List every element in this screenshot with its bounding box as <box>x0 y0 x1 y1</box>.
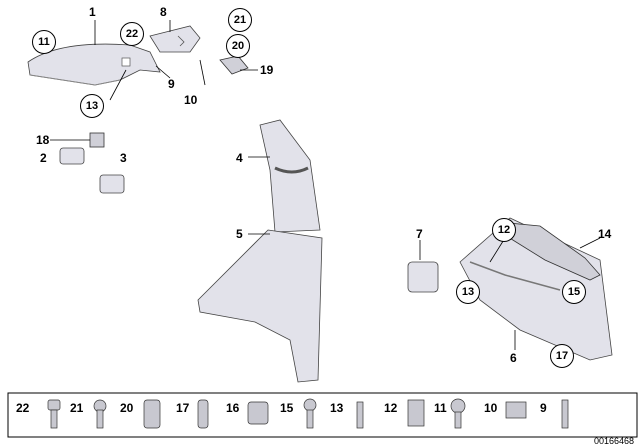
part-19-clip <box>219 55 249 75</box>
callout-21-circled: 21 <box>228 8 252 32</box>
ref-22: 22 <box>16 401 30 415</box>
document-number: 00166468 <box>593 436 634 446</box>
part-1-edge <box>29 74 121 86</box>
ref-12: 12 <box>384 401 398 415</box>
callout-13-circled: 13 <box>80 94 104 118</box>
ref-9: 9 <box>540 401 547 415</box>
ref-16: 16 <box>226 401 240 415</box>
callout-12-circled: 12 <box>492 218 516 242</box>
callout-4: 4 <box>236 151 243 165</box>
ref-15: 15 <box>280 401 294 415</box>
part-7-cover <box>407 261 439 293</box>
part-3-cover <box>99 174 125 194</box>
callout-5: 5 <box>236 227 243 241</box>
fastener-glyphs <box>47 398 569 429</box>
part-4-pillar-upper <box>259 119 321 233</box>
part-5-pillar-lower <box>197 229 323 383</box>
part-18-clip <box>89 132 105 148</box>
callout-2: 2 <box>40 151 47 165</box>
part-8-bracket <box>149 25 201 53</box>
callout-14: 14 <box>598 227 612 241</box>
ref-21: 21 <box>70 401 84 415</box>
callout-18: 18 <box>36 133 50 147</box>
callout-19: 19 <box>260 63 274 77</box>
callout-6: 6 <box>510 351 517 365</box>
part-1-clip <box>121 57 131 67</box>
callout-13b-circled: 13 <box>456 280 480 304</box>
callout-7: 7 <box>416 227 423 241</box>
callout-20-circled: 20 <box>226 34 250 58</box>
callout-8: 8 <box>160 5 167 19</box>
ref-11: 11 <box>434 401 447 415</box>
ref-20: 20 <box>120 401 134 415</box>
callout-17-circled: 17 <box>550 344 574 368</box>
callout-11-circled: 11 <box>32 30 56 54</box>
callout-3: 3 <box>120 151 127 165</box>
callout-15-circled: 15 <box>562 280 586 304</box>
ref-10: 10 <box>484 401 498 415</box>
reference-strip-frame <box>7 392 638 438</box>
ref-13: 13 <box>330 401 344 415</box>
callout-10: 10 <box>184 93 198 107</box>
part-2-cover <box>59 147 85 165</box>
leader-lines <box>50 20 601 350</box>
callout-1: 1 <box>89 5 96 19</box>
callout-9: 9 <box>168 77 175 91</box>
ref-17: 17 <box>176 401 190 415</box>
callout-22-circled: 22 <box>120 22 144 46</box>
